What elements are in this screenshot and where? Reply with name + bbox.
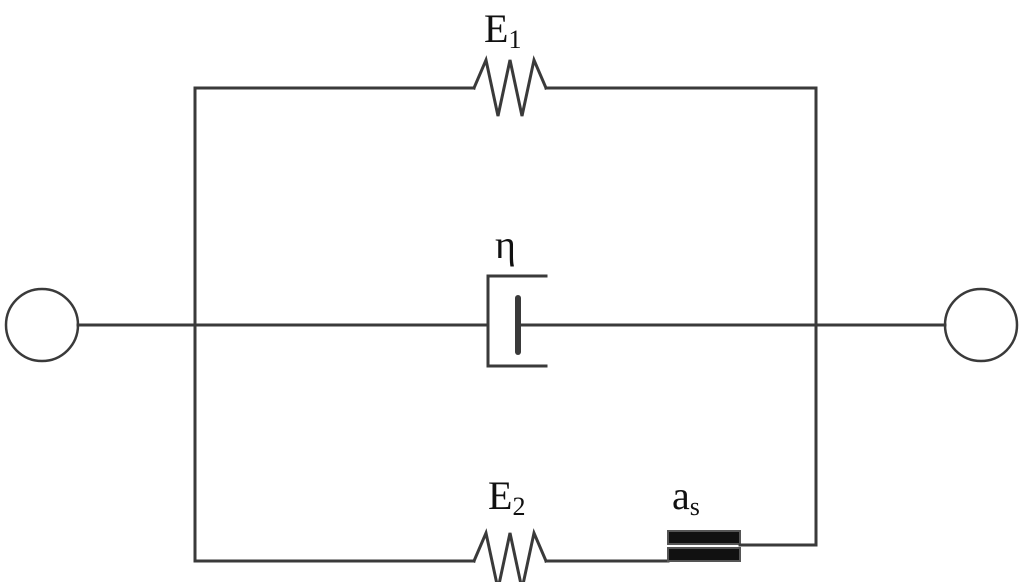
label-eta: η	[495, 222, 516, 267]
label-e1: E1	[484, 6, 521, 54]
left-terminal	[4, 287, 80, 363]
label-as: as	[672, 473, 700, 521]
right-terminal	[943, 287, 1019, 363]
element-as-upper-plate	[667, 530, 741, 545]
top-branch	[193, 55, 818, 117]
label-e2: E2	[488, 473, 525, 521]
spring-e1	[472, 55, 548, 117]
middle-branch	[193, 274, 818, 368]
bottom-branch	[193, 528, 818, 582]
spring-e2	[472, 528, 548, 582]
element-as-lower-plate	[667, 547, 741, 562]
dashpot-cylinder	[486, 274, 548, 368]
